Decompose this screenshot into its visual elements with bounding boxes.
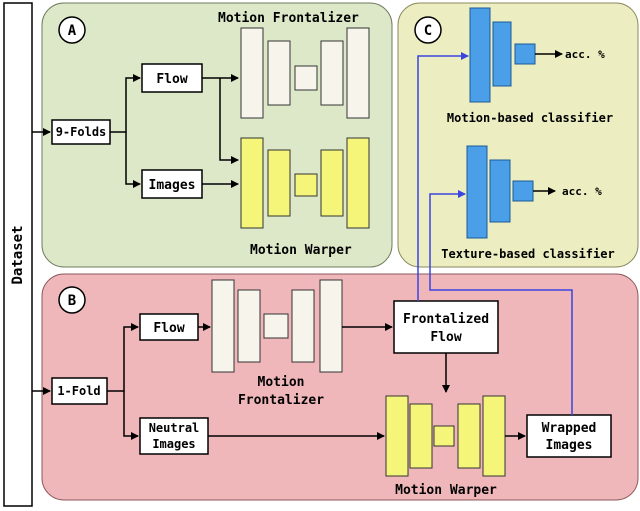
a-frontalizer-layer — [294, 65, 318, 91]
b-frontalizer-layer — [237, 289, 261, 363]
b-frontalizer-layer — [211, 279, 235, 373]
b-warper-layer — [482, 395, 506, 477]
panel-c-badge-label: C — [424, 23, 432, 39]
b-flow-box — [139, 313, 199, 341]
motion-classifier-layer — [469, 7, 491, 103]
a-frontalizer-layer — [240, 27, 264, 119]
a-frontalizer-layer — [267, 40, 291, 106]
nine-folds-label: 9-Folds — [56, 125, 107, 139]
b-warper-label: Motion Warper — [395, 483, 497, 498]
b-arrow-fold-flow — [107, 323, 139, 392]
b-warper-layer — [457, 403, 481, 469]
texture-classifier-layer — [512, 180, 534, 202]
neutral-images-box — [139, 417, 209, 455]
blue-arrow-frontalized-to-motion-classifier — [417, 52, 469, 301]
b-frontalizer-label-line1: Motion — [258, 375, 305, 390]
a-frontalizer-layer — [320, 40, 344, 106]
b-flow-label: Flow — [153, 321, 184, 336]
b-motion-frontalizer-network — [211, 279, 343, 373]
frontalized-flow-box — [393, 300, 499, 354]
b-frontalizer-layer — [319, 279, 343, 373]
a-frontalizer-layer — [346, 27, 370, 119]
a-warper-layer — [294, 173, 318, 197]
texture-classifier-layer — [466, 145, 488, 239]
a-motion-warper-network — [240, 137, 370, 229]
a-warper-layer — [320, 149, 344, 217]
motion-acc-label: acc. % — [565, 48, 605, 61]
wrapped-images-line1: Wrapped — [542, 421, 597, 436]
texture-classifier-label: Texture-based classifier — [441, 247, 614, 261]
panel-c — [397, 2, 639, 268]
motion-classifier-layer — [492, 21, 512, 87]
b-frontalizer-layer — [263, 313, 289, 339]
panel-a-frontalizer-title: Motion Frontalizer — [218, 11, 359, 26]
frontalized-flow-line2: Flow — [430, 330, 461, 345]
a-flow-label: Flow — [156, 72, 187, 87]
panel-c-badge — [414, 16, 442, 44]
wrapped-images-line2: Images — [546, 438, 593, 453]
panel-a-badge-label: A — [68, 23, 77, 39]
blue-arrow-wrapped-to-texture-classifier — [429, 190, 573, 415]
panel-b-badge-label: B — [68, 293, 76, 309]
a-images-label: Images — [149, 178, 196, 193]
dataset-label: Dataset — [10, 225, 26, 284]
texture-acc-label: acc. % — [562, 185, 602, 198]
a-images-box — [141, 169, 203, 199]
neutral-images-line1: Neutral — [149, 421, 200, 435]
motion-classifier-network — [469, 7, 536, 103]
texture-classifier-layer — [489, 159, 511, 223]
a-motion-frontalizer-network — [240, 27, 370, 119]
b-motion-warper-network — [385, 395, 506, 477]
b-frontalizer-layer — [291, 289, 315, 363]
dataset-bar — [3, 2, 33, 507]
neutral-images-line2: Images — [152, 437, 195, 451]
a-arrow-folds-flow — [110, 74, 141, 133]
a-warper-layer — [267, 149, 291, 217]
a-warper-layer — [346, 137, 370, 229]
frontalized-flow-line1: Frontalized — [403, 312, 489, 327]
a-arrow-flow-warper — [219, 78, 239, 164]
a-arrow-folds-images — [125, 132, 141, 188]
motion-classifier-layer — [514, 43, 536, 65]
b-frontalizer-label-line2: Frontalizer — [238, 393, 324, 408]
a-warper-layer — [240, 137, 264, 229]
wrapped-images-box — [526, 414, 612, 458]
texture-classifier-network — [466, 145, 534, 239]
one-fold-label: 1-Fold — [57, 384, 100, 398]
panel-b-badge — [58, 286, 86, 314]
panel-a-badge — [58, 16, 86, 44]
b-arrow-fold-neutral — [123, 391, 139, 440]
b-warper-layer — [433, 425, 455, 447]
b-warper-layer — [385, 395, 409, 477]
panel-a-warper-title: Motion Warper — [250, 243, 352, 258]
b-warper-layer — [409, 403, 433, 469]
motion-classifier-label: Motion-based classifier — [447, 111, 613, 125]
